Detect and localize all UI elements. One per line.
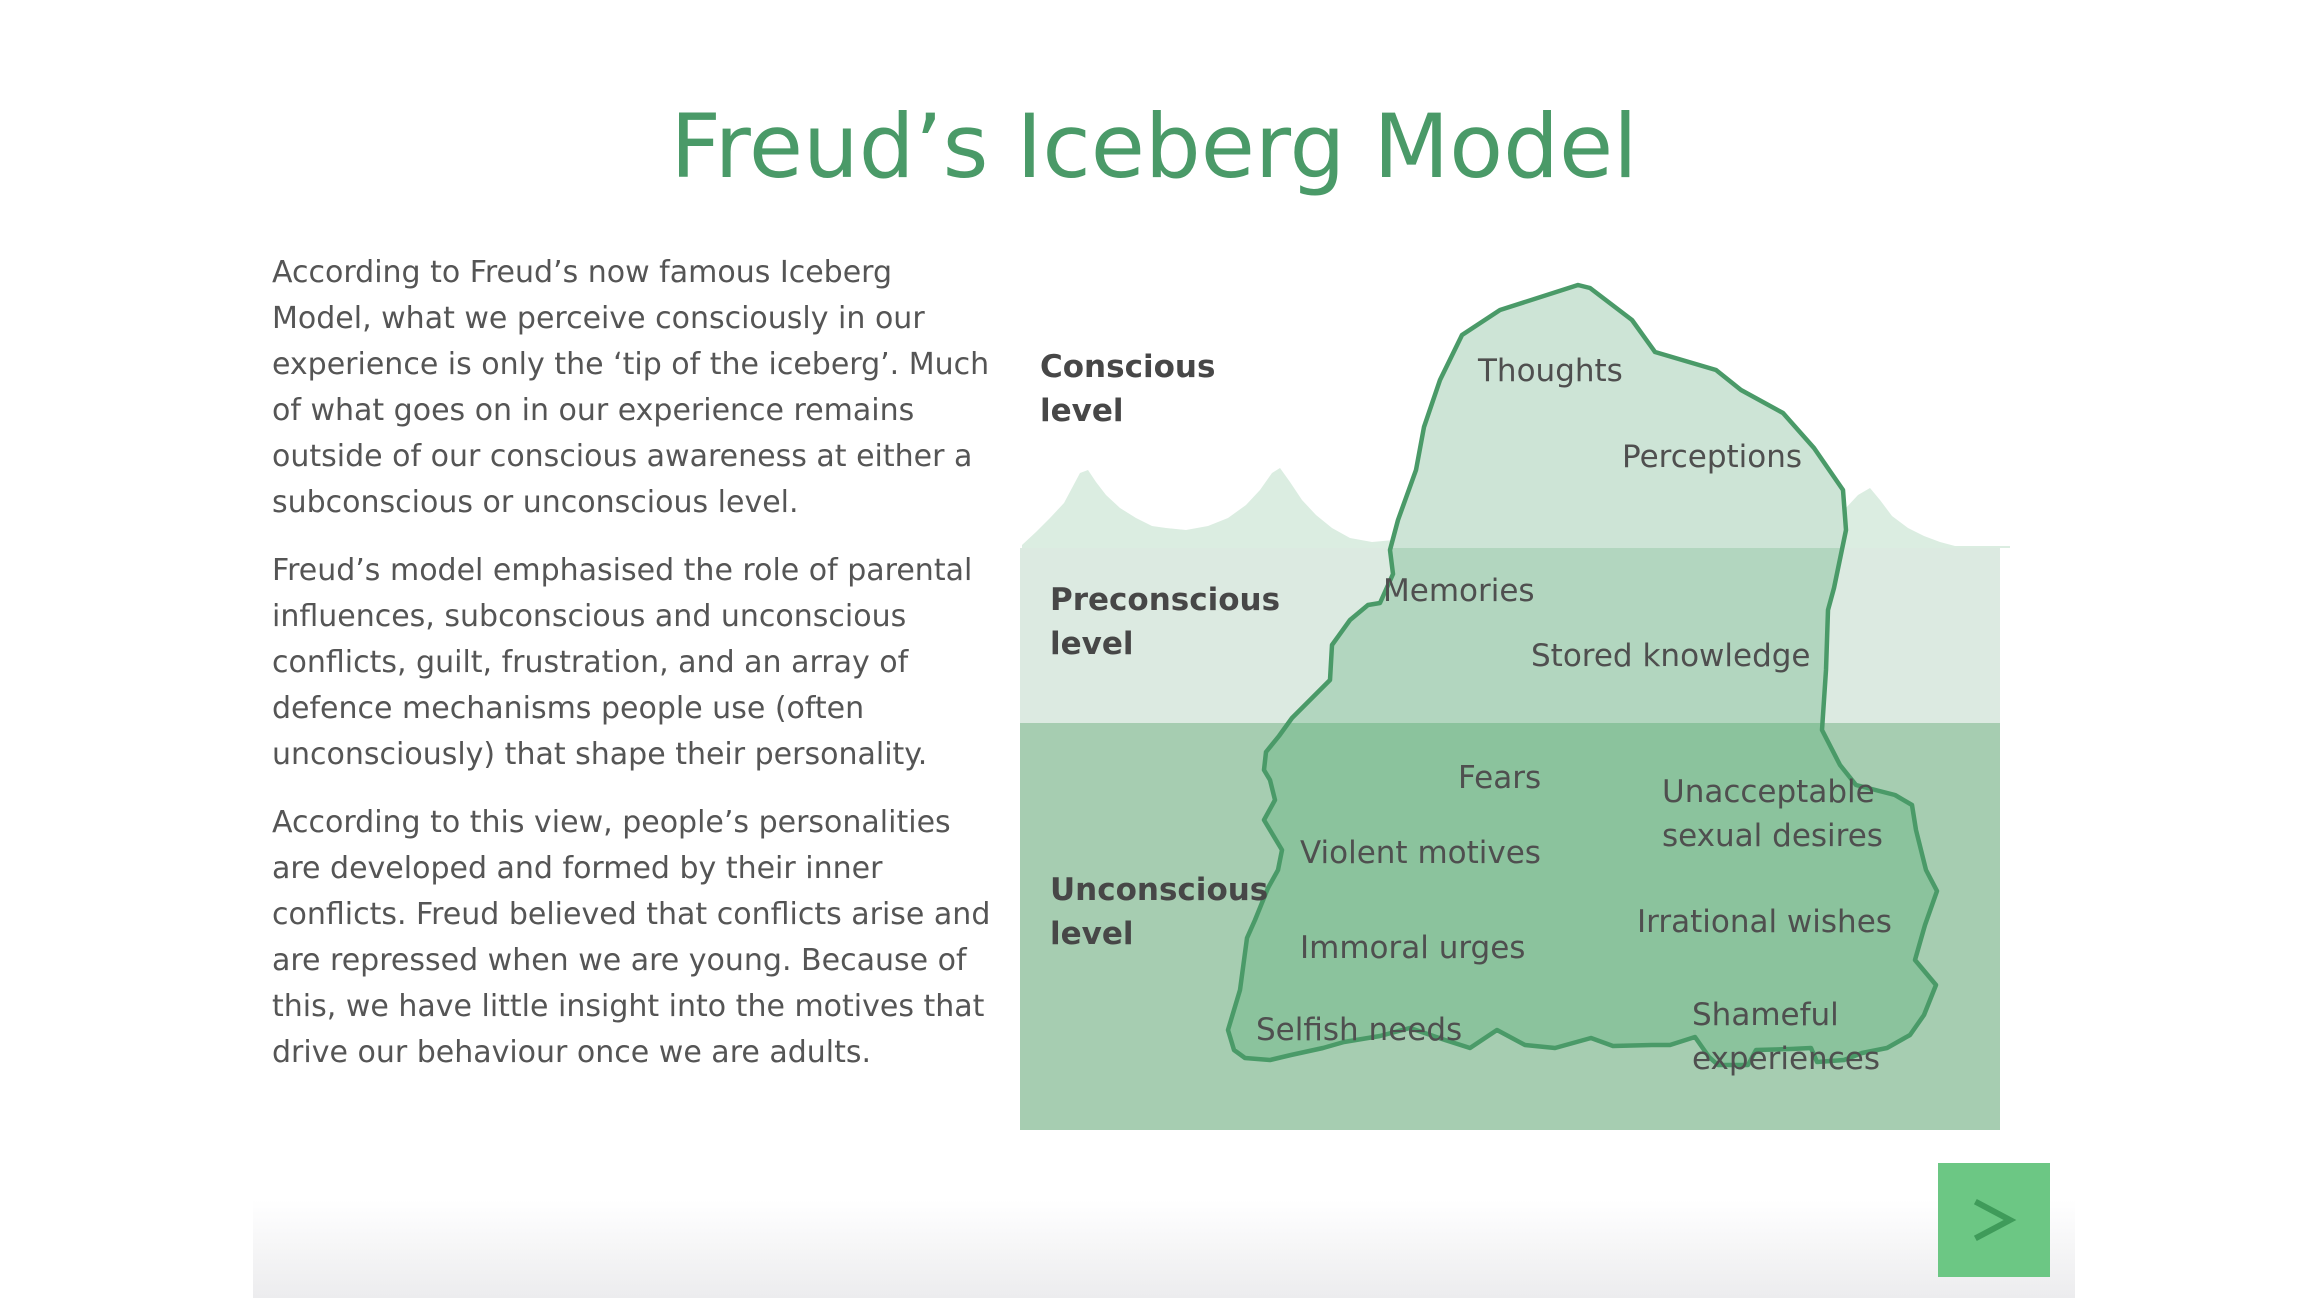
item-irrational-wishes: Irrational wishes (1637, 904, 1892, 940)
item-unacceptable-sexual-desires: Unacceptable sexual desires (1662, 774, 1885, 854)
item-unacceptable-line-2: sexual desires (1662, 818, 1883, 854)
next-button[interactable] (1938, 1163, 2050, 1277)
iceberg-diagram: Conscious level Preconscious level Uncon… (1010, 270, 2010, 1130)
iceberg-unconscious-fill (1228, 723, 1937, 1065)
conscious-level-label: Conscious level (1040, 349, 1226, 429)
body-text: According to Freud’s now famous Iceberg … (272, 250, 992, 1098)
item-shameful-experiences: Shameful experiences (1692, 997, 1880, 1077)
unconscious-level-label: Unconscious level (1050, 872, 1279, 952)
preconscious-level-label: Preconscious level (1050, 582, 1291, 662)
paragraph-1: According to Freud’s now famous Iceberg … (272, 255, 990, 520)
paragraph-3: According to this view, people’s persona… (272, 805, 991, 1070)
iceberg-fill (1228, 285, 1937, 1065)
preconscious-level-line-2: level (1050, 626, 1134, 662)
background-mountains (1022, 468, 2010, 548)
unconscious-level-line-2: level (1050, 916, 1134, 952)
item-fears: Fears (1458, 760, 1541, 796)
unconscious-level-line-1: Unconscious (1050, 872, 1268, 908)
conscious-level-line-2: level (1040, 393, 1124, 429)
item-violent-motives: Violent motives (1300, 835, 1541, 871)
bottom-fade (253, 1200, 2075, 1298)
item-stored-knowledge: Stored knowledge (1531, 638, 1811, 674)
item-shameful-line-1: Shameful (1692, 997, 1839, 1033)
paragraph-2: Freud’s model emphasised the role of par… (272, 553, 973, 772)
conscious-level-line-1: Conscious (1040, 349, 1215, 385)
item-immoral-urges: Immoral urges (1300, 930, 1525, 966)
item-shameful-line-2: experiences (1692, 1041, 1880, 1077)
item-selfish-needs: Selfish needs (1256, 1012, 1462, 1048)
iceberg-svg: Conscious level Preconscious level Uncon… (1020, 282, 2010, 1130)
item-perceptions: Perceptions (1622, 439, 1802, 475)
item-thoughts: Thoughts (1477, 353, 1623, 389)
page-title: Freud’s Iceberg Model (670, 95, 1638, 198)
preconscious-level-line-1: Preconscious (1050, 582, 1280, 618)
iceberg-outline (1225, 282, 1940, 1068)
item-memories: Memories (1383, 573, 1535, 609)
chevron-right-icon (1973, 1198, 2017, 1242)
item-unacceptable-line-1: Unacceptable (1662, 774, 1875, 810)
